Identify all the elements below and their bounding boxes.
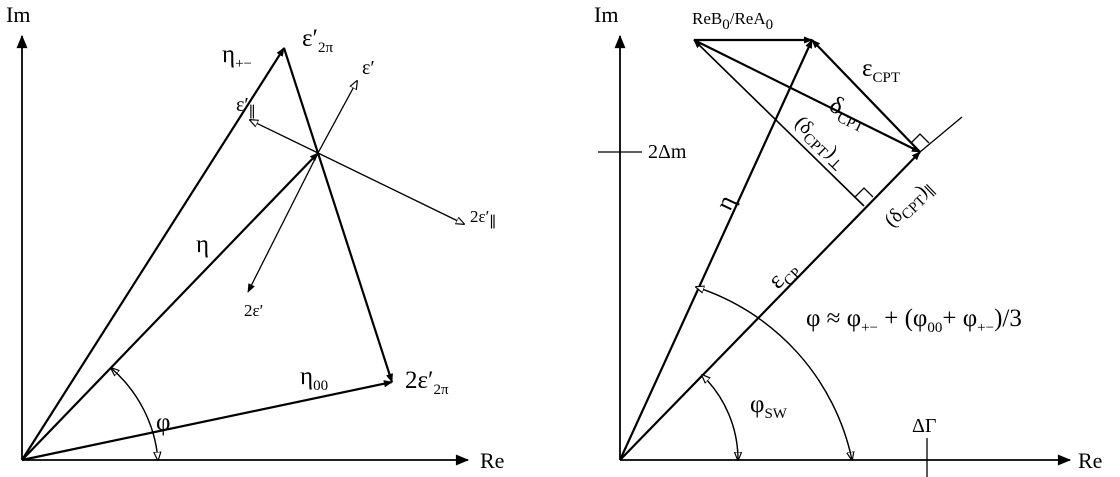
label-eta: η [196,231,209,258]
arc-phi-start [696,287,853,461]
label-two-eps-prime-2pi: 2ε′2π [405,367,449,398]
right-panel: Im Re 2Δm ΔΓ ReB0/ReA0 εCPT δCPT (δCPT)⊥… [594,2,1102,477]
vector-eta-pm [21,47,285,461]
label-reb0-rea0: ReB0/ReA0 [692,9,773,33]
vector-eps-cp [619,151,921,461]
left-im-label: Im [6,2,30,27]
label-eps-prime-par: ε′∥ [236,94,256,121]
label-phi-sw: φSW [750,391,788,422]
label-two-eps-prime: 2ε′ [244,301,263,320]
vector-eta-00 [21,380,393,462]
label-phi-relation: φ ≈ φ+− + (φ00+ φ+−)/3 [806,305,1022,336]
left-panel: Im Re η+− ε′2π ε′ ε′∥ 2ε′∥ η 2ε′ η00 2ε′… [6,2,504,473]
vector-two-eps-prime-2pi [282,47,394,383]
label-two-eps-prime-par: 2ε′∥ [470,207,496,231]
vector-eta [21,152,319,461]
vector-two-eps-prime [247,152,319,293]
label-eps-prime-2pi: ε′2π [302,25,333,56]
arc-phi [111,368,159,461]
label-eta-pm: η+− [222,41,252,72]
vector-eta [618,39,814,461]
label-eps-prime: ε′ [362,57,375,79]
label-eta-00: η00 [300,363,328,394]
vector-two-eps-prime-par [317,152,464,224]
label-delta-cpt: δCPT [824,91,873,136]
label-eps-cpt: εCPT [862,55,900,86]
vector-eps-prime-par [250,120,319,154]
label-phi: φ [156,409,170,436]
label-two-delta-m: 2Δm [648,141,687,163]
left-re-label: Re [480,448,504,473]
right-angle-cpt [910,133,930,144]
label-delta-gamma: ΔΓ [912,415,936,437]
vector-eps-cpt [811,39,921,153]
vector-eps-prime [317,81,357,154]
arc-phi-start [110,367,158,460]
arc-phi-sw-start [702,375,739,461]
vector-delta-cpt [693,39,921,153]
arc-phi-sw [701,374,738,460]
right-im-label: Im [594,2,618,27]
label-eta: η [711,191,741,214]
superweak-line [919,116,963,153]
right-re-label: Re [1078,448,1102,473]
vector-delta-cpt-perp [693,39,865,207]
label-eps-cp: εCP [763,255,805,297]
right-angle-perp [854,187,874,198]
